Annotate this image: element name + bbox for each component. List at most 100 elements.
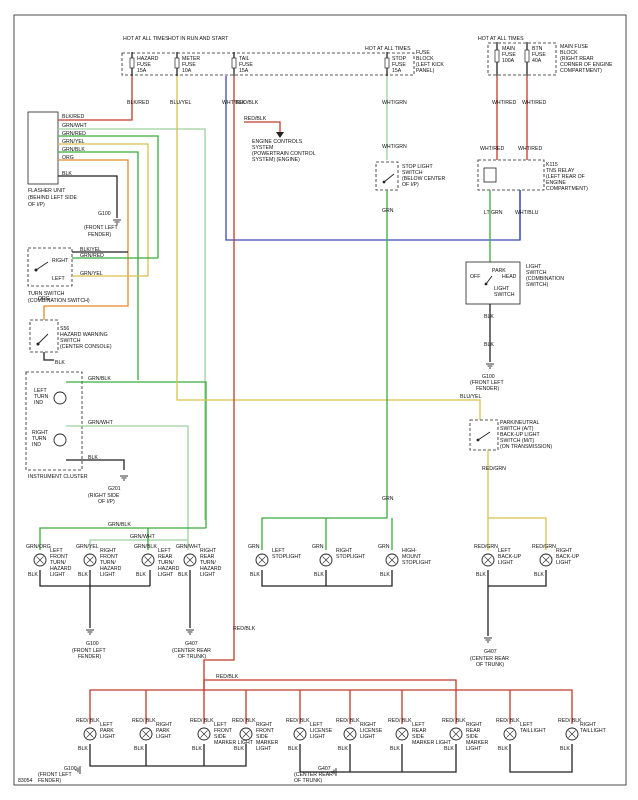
- light-head-label: HEAD: [502, 274, 517, 280]
- svg-text:FUSE: FUSE: [502, 52, 516, 58]
- svg-text:FENDER): FENDER): [38, 778, 61, 784]
- svg-text:(CENTER REAR: (CENTER REAR: [470, 656, 509, 662]
- wire-label-wht-grn-2: WHT/GRN: [382, 144, 407, 150]
- svg-text:S56: S56: [60, 326, 69, 332]
- wire-blk-hazard: [43, 352, 54, 361]
- left-license-lamp-ground-label: BLK: [288, 746, 298, 752]
- ground-g407-b-icon: [484, 637, 492, 643]
- right-stoplight-lamp-wire-label: GRN: [312, 544, 324, 550]
- park-neutral-label: PARK/NEUTRAL SWITCH (A/T) BACK-UP LIGHT …: [500, 420, 552, 450]
- svg-text:FUSE: FUSE: [239, 62, 253, 68]
- svg-text:(LEFT REAR OF: (LEFT REAR OF: [546, 174, 585, 180]
- stop-light-switch-box: [375, 161, 399, 191]
- wire-label-grn-yel: GRN/YEL: [62, 139, 85, 145]
- svg-text:(COMBINATION SWITCH): (COMBINATION SWITCH): [28, 298, 90, 304]
- svg-text:(POWERTRAIN CONTROL: (POWERTRAIN CONTROL: [252, 151, 316, 157]
- svg-text:ENGINE CONTROLS: ENGINE CONTROLS: [252, 139, 303, 145]
- tns-relay-label: K115 TNS RELAY (LEFT REAR OF ENGINE COMP…: [546, 162, 588, 192]
- svg-text:OF I/P): OF I/P): [402, 182, 419, 188]
- svg-text:15A: 15A: [239, 68, 249, 74]
- tail-fuse-icon: [231, 52, 237, 76]
- svg-text:BLOCK: BLOCK: [416, 56, 434, 62]
- wire-label-org-2: ORG: [38, 296, 50, 302]
- left-rear-marker-lamp-label-line: REAR: [412, 728, 427, 734]
- right-license-lamp-label-line: RIGHT: [360, 722, 377, 728]
- high-mount-stoplight-lamp-wire-label: GRN: [378, 544, 390, 550]
- left-rear-turn-lamp-ground-label: BLK: [136, 572, 146, 578]
- stop-fuse-icon: [384, 52, 390, 76]
- svg-text:TNS RELAY: TNS RELAY: [546, 168, 575, 174]
- svg-text:(CENTER CONSOLE): (CENTER CONSOLE): [60, 344, 112, 350]
- svg-text:G407: G407: [484, 649, 497, 655]
- svg-text:SWITCH: SWITCH: [60, 338, 81, 344]
- light-park-label: PARK: [492, 268, 506, 274]
- wire-label-wht-red-1: WHT/RED: [492, 100, 516, 106]
- svg-text:(ON TRANSMISSION): (ON TRANSMISSION): [500, 444, 552, 450]
- wire-label-grn-stop-2: GRN: [382, 496, 394, 502]
- svg-text:MAIN: MAIN: [502, 46, 515, 52]
- wire-label-wht-red-4: WHT/RED: [518, 146, 542, 152]
- left-license-lamp-wire-label: RED/ BLK: [286, 718, 310, 724]
- engine-arrow-icon: [276, 132, 284, 138]
- left-front-turn-lamp-label-line: TURN/: [50, 560, 66, 566]
- svg-text:TAIL: TAIL: [239, 56, 250, 62]
- wire-blk-flasher: [58, 175, 118, 218]
- right-park-lamp-wire-label: RED/ BLK: [132, 718, 156, 724]
- wire-label-grn-wht-cluster: GRN/WHT: [88, 420, 114, 426]
- left-front-turn-lamp-label-line: LEFT: [50, 548, 64, 554]
- right-rear-marker-lamp-label-line: RIGHT: [466, 722, 483, 728]
- wire-label-blu-yel-2: BLU/YEL: [460, 394, 481, 400]
- turn-switch-contact-icon: [34, 261, 49, 272]
- right-stoplight-lamp-label-line: RIGHT: [336, 548, 353, 554]
- wire-blk-backup: [487, 570, 547, 636]
- svg-text:SWITCH: SWITCH: [402, 170, 423, 176]
- light-switch-contact-icon: [484, 275, 493, 286]
- svg-text:SWITCH: SWITCH: [494, 292, 515, 298]
- right-rear-marker-lamp-label-line: REAR: [466, 728, 481, 734]
- right-rear-marker-lamp-wire-label: RED/ BLK: [442, 718, 466, 724]
- left-front-marker-lamp-label-line: LEFT: [214, 722, 228, 728]
- right-backup-lamp-label-line: RIGHT: [556, 548, 573, 554]
- wire-label-wht-blu: WHT/BLU: [515, 210, 539, 216]
- wire-label-grn-red-turn: GRN/RED: [80, 253, 104, 259]
- wire-label-blu-yel: BLU/YEL: [170, 100, 191, 106]
- svg-text:FENDER): FENDER): [88, 232, 111, 238]
- svg-text:OF TRUNK): OF TRUNK): [294, 778, 322, 784]
- hazard-fuse-icon: [129, 52, 135, 76]
- svg-text:FUSE: FUSE: [392, 62, 406, 68]
- engine-controls-label: ENGINE CONTROLS SYSTEM (POWERTRAIN CONTR…: [252, 139, 316, 163]
- hot-in-run-label: HOT IN RUN AND START: [168, 36, 229, 42]
- wire-blk-cluster: [66, 459, 125, 470]
- svg-text:OF I/P): OF I/P): [98, 499, 115, 505]
- svg-text:HAZARD WARNING: HAZARD WARNING: [60, 332, 108, 338]
- left-rear-turn-lamp-label-line: TURN/: [158, 560, 174, 566]
- ground-g407-c-icon: [331, 768, 337, 776]
- right-rear-marker-lamp-label-line: MARKER: [466, 740, 488, 746]
- svg-text:(FRONT LEFT: (FRONT LEFT: [84, 225, 118, 231]
- left-rear-marker-lamp-ground-label: BLK: [390, 746, 400, 752]
- wire-label-blk-1: BLK: [62, 171, 72, 177]
- wire-grn-blk-cluster: [66, 381, 207, 528]
- wire-label-blk-red-top: BLK/RED: [127, 100, 149, 106]
- right-front-turn-lamp-ground-label: BLK: [78, 572, 88, 578]
- left-front-marker-lamp-wire-label: RED/ BLK: [190, 718, 214, 724]
- svg-text:10A: 10A: [182, 68, 192, 74]
- left-rear-turn-lamp-wire-label: GRN/BLK: [134, 544, 157, 550]
- wire-blk-rear-lamps: [89, 744, 573, 773]
- left-license-lamp-label-line: LICENSE: [310, 728, 333, 734]
- svg-text:(LEFT KICK: (LEFT KICK: [416, 62, 444, 68]
- left-park-lamp-ground-label: BLK: [78, 746, 88, 752]
- left-front-turn-lamp-wire-label: GRN/ORG: [26, 544, 51, 550]
- wire-grn-wht-cluster: [66, 425, 189, 540]
- svg-text:(FRONT LEFT: (FRONT LEFT: [72, 648, 106, 654]
- svg-text:RIGHT: RIGHT: [32, 430, 49, 436]
- wire-label-lt-grn: LT GRN: [484, 210, 503, 216]
- hazard-fuse-label: HAZARD FUSE 15A: [137, 56, 159, 74]
- wire-blk-red: [58, 76, 133, 121]
- right-front-marker-lamp-label-line: RIGHT: [256, 722, 273, 728]
- svg-text:SWITCH): SWITCH): [526, 282, 548, 288]
